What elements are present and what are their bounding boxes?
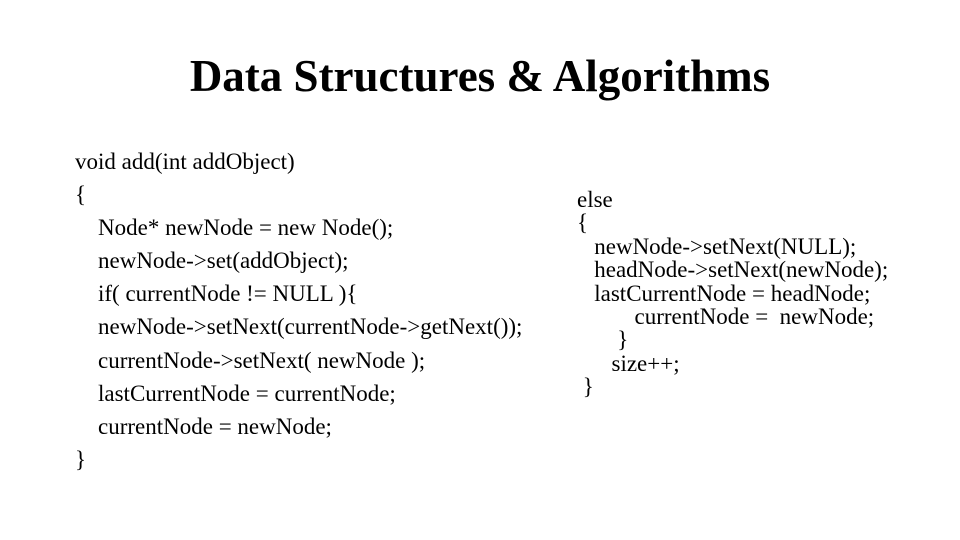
code-line: } xyxy=(75,446,87,472)
code-line: Node* newNode = new Node(); xyxy=(75,215,394,241)
code-line: newNode->set(addObject); xyxy=(75,248,349,274)
code-line: } xyxy=(577,374,594,400)
code-line: lastCurrentNode = currentNode; xyxy=(75,380,396,406)
code-line: size++; xyxy=(577,350,680,376)
code-line: void add(int addObject) xyxy=(75,149,295,174)
code-line: if( currentNode != NULL ){ xyxy=(75,281,358,307)
code-line: } xyxy=(577,327,629,353)
code-line: else xyxy=(577,187,613,212)
code-line: lastCurrentNode = headNode; xyxy=(577,280,871,306)
code-line: headNode->setNext(newNode); xyxy=(577,257,889,283)
code-line: { xyxy=(75,182,87,208)
code-block-left: void add(int addObject) { Node* newNode =… xyxy=(75,145,522,476)
code-block-right: else{ newNode->setNext(NULL); headNode->… xyxy=(577,188,888,399)
code-line: currentNode = newNode; xyxy=(577,304,875,330)
code-line: currentNode->setNext( newNode ); xyxy=(75,347,426,373)
code-line: currentNode = newNode; xyxy=(75,413,332,439)
code-line: newNode->setNext(NULL); xyxy=(577,233,857,259)
slide-title: Data Structures & Algorithms xyxy=(189,51,771,101)
code-line: { xyxy=(577,210,589,236)
code-line: newNode->setNext(currentNode->getNext())… xyxy=(75,314,523,340)
